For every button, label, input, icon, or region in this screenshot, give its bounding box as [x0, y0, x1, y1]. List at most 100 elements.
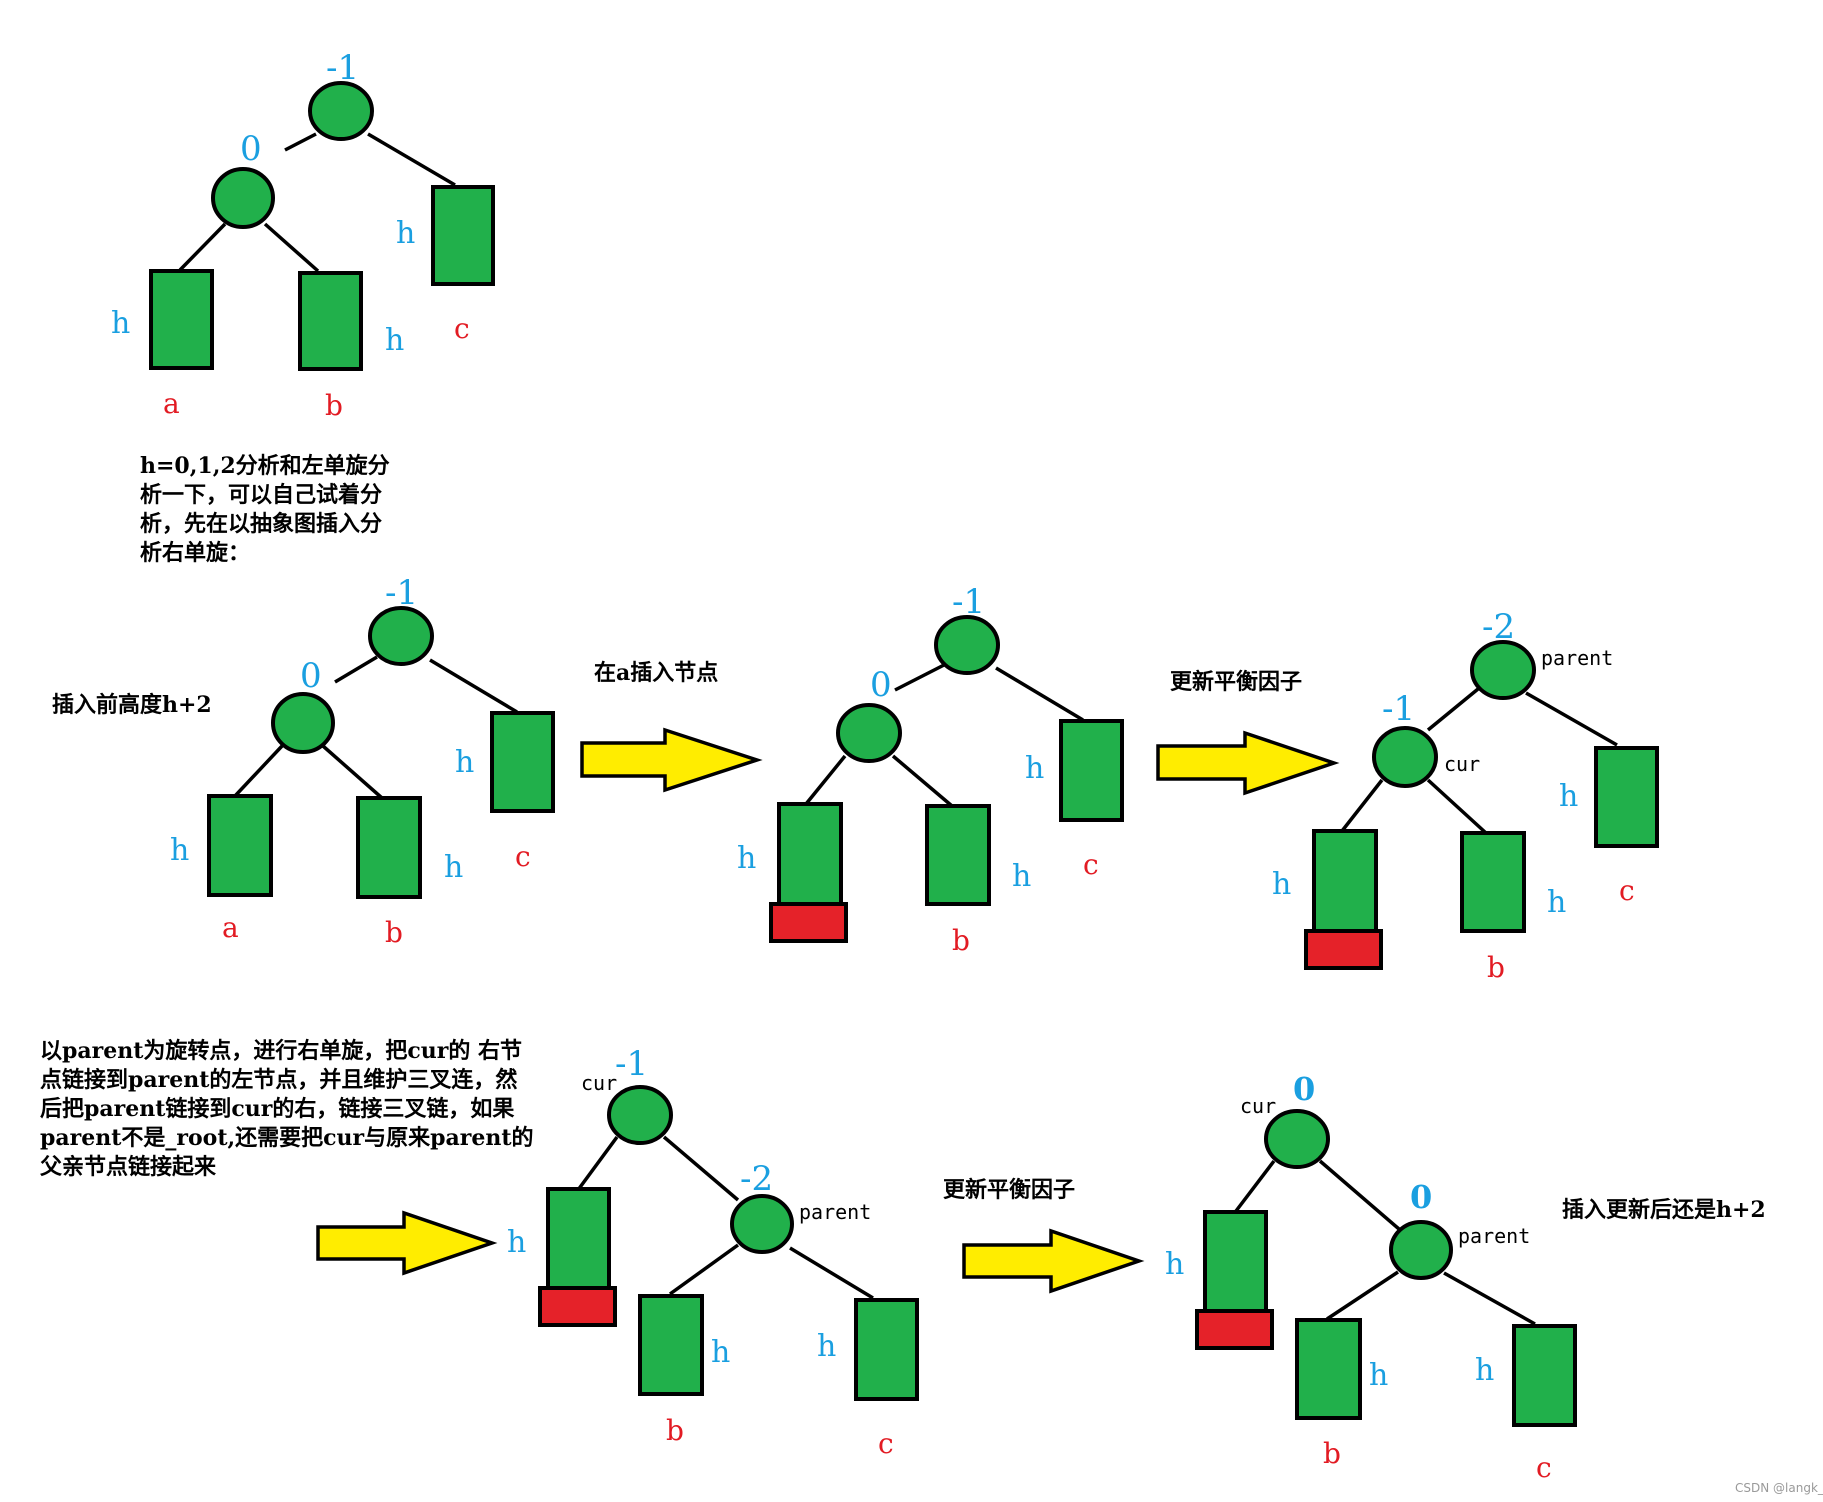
- height-label: h: [170, 833, 189, 868]
- root-node: [934, 615, 1000, 675]
- root-balance-factor: -1: [952, 582, 985, 622]
- parent-node: [1389, 1220, 1453, 1280]
- edge: [894, 663, 945, 692]
- tree-top: -1 0 h h h a b c: [111, 48, 495, 422]
- root-balance-factor: -2: [1482, 607, 1515, 647]
- height-label: h: [1547, 885, 1566, 920]
- step-insert-caption: 在a插入节点: [594, 660, 719, 686]
- subtree-a: [777, 802, 843, 906]
- after-height-caption: 插入更新后还是h+2: [1562, 1197, 1766, 1223]
- edge: [662, 1135, 740, 1202]
- parent-node: [730, 1194, 794, 1254]
- tree-after-rotation: cur -1 -2 parent h h h b c: [507, 1044, 919, 1460]
- subtree-c: [431, 185, 495, 286]
- step-update-caption: 更新平衡因子: [1170, 669, 1303, 695]
- watermark: CSDN @langk_: [1735, 1481, 1823, 1495]
- arrow-right-icon: [316, 1210, 498, 1276]
- new-inserted-node: [769, 902, 848, 943]
- height-label: h: [444, 850, 463, 885]
- parent-balance-factor: 0: [1410, 1178, 1432, 1216]
- parent-role-label: parent: [1458, 1224, 1530, 1248]
- subtree-c: [1512, 1324, 1577, 1427]
- edge: [668, 1243, 740, 1296]
- height-label: h: [1369, 1358, 1388, 1393]
- subtree-a-label: a: [163, 387, 180, 420]
- edge: [178, 222, 227, 272]
- subtree-b-label: b: [666, 1414, 684, 1447]
- subtree-b-label: b: [952, 924, 970, 957]
- edge: [284, 132, 317, 152]
- edge: [321, 744, 384, 800]
- subtree-c-label: c: [515, 840, 531, 873]
- root-balance-factor: -1: [385, 573, 418, 613]
- subtree-b: [638, 1294, 704, 1396]
- height-label: h: [1475, 1353, 1494, 1388]
- edge: [367, 132, 456, 187]
- subtree-b-label: b: [1323, 1437, 1341, 1470]
- edge: [576, 1135, 619, 1192]
- subtree-b: [1295, 1318, 1362, 1420]
- cur-balance-factor: -1: [615, 1044, 648, 1084]
- edge: [1426, 778, 1488, 835]
- subtree-a: [546, 1187, 611, 1290]
- intro-note: h=0,1,2分析和左单旋分 析一下，可以自己试着分 析，先在以抽象图插入分 析…: [140, 453, 390, 566]
- left-balance-factor: 0: [240, 129, 262, 169]
- edge: [1318, 1159, 1401, 1231]
- left-balance-factor: 0: [870, 665, 892, 705]
- height-label: h: [385, 323, 404, 358]
- edge: [891, 754, 954, 808]
- edge: [233, 744, 284, 798]
- cur-role-label: cur: [1240, 1094, 1276, 1118]
- height-label: h: [817, 1329, 836, 1364]
- parent-node: [1470, 640, 1536, 700]
- cur-node: [1372, 726, 1438, 788]
- parent-balance-factor: -2: [740, 1159, 773, 1199]
- height-label: h: [737, 841, 756, 876]
- edge: [995, 666, 1084, 722]
- arrow-right-icon: [962, 1228, 1145, 1294]
- edge: [1234, 1159, 1276, 1213]
- parent-role-label: parent: [799, 1200, 871, 1224]
- left-node: [211, 167, 275, 229]
- new-inserted-node: [1304, 929, 1383, 970]
- arrow-right-icon: [1156, 730, 1340, 796]
- root-node: [368, 606, 434, 666]
- before-height-caption: 插入前高度h+2: [52, 692, 212, 718]
- height-label: h: [507, 1225, 526, 1260]
- height-label: h: [396, 216, 415, 251]
- subtree-a: [1312, 829, 1378, 933]
- subtree-b-label: b: [1487, 951, 1505, 984]
- edge: [1525, 691, 1618, 747]
- parent-role-label: parent: [1541, 646, 1613, 670]
- subtree-b-label: b: [385, 916, 403, 949]
- subtree-c-label: c: [1083, 848, 1099, 881]
- height-label: h: [1165, 1247, 1184, 1282]
- tree-after-update: -2 parent -1 cur h h h b c: [1272, 607, 1659, 984]
- height-label: h: [711, 1335, 730, 1370]
- cur-balance-factor: -1: [1382, 689, 1415, 729]
- subtree-c: [854, 1298, 919, 1401]
- new-inserted-node: [538, 1286, 617, 1327]
- arrow-right-icon: [580, 727, 763, 793]
- subtree-b: [356, 796, 422, 899]
- height-label: h: [455, 745, 474, 780]
- cur-node: [607, 1085, 673, 1145]
- edge: [429, 658, 518, 714]
- subtree-a-label: a: [222, 911, 239, 944]
- subtree-b: [298, 271, 363, 371]
- height-label: h: [1272, 867, 1291, 902]
- subtree-c: [1594, 746, 1659, 848]
- cur-node: [1264, 1109, 1330, 1169]
- tree-after-insert: -1 0 h h h b c: [737, 582, 1124, 957]
- edge: [263, 222, 320, 273]
- height-label: h: [1559, 779, 1578, 814]
- edge: [804, 754, 847, 806]
- subtree-c-label: c: [1619, 874, 1635, 907]
- subtree-b: [925, 804, 991, 906]
- cur-balance-factor: 0: [1293, 1070, 1315, 1108]
- subtree-c-label: c: [878, 1427, 894, 1460]
- subtree-c-label: c: [454, 312, 470, 345]
- step-update-caption: 更新平衡因子: [943, 1177, 1076, 1203]
- root-node: [308, 81, 374, 141]
- left-balance-factor: 0: [300, 656, 322, 696]
